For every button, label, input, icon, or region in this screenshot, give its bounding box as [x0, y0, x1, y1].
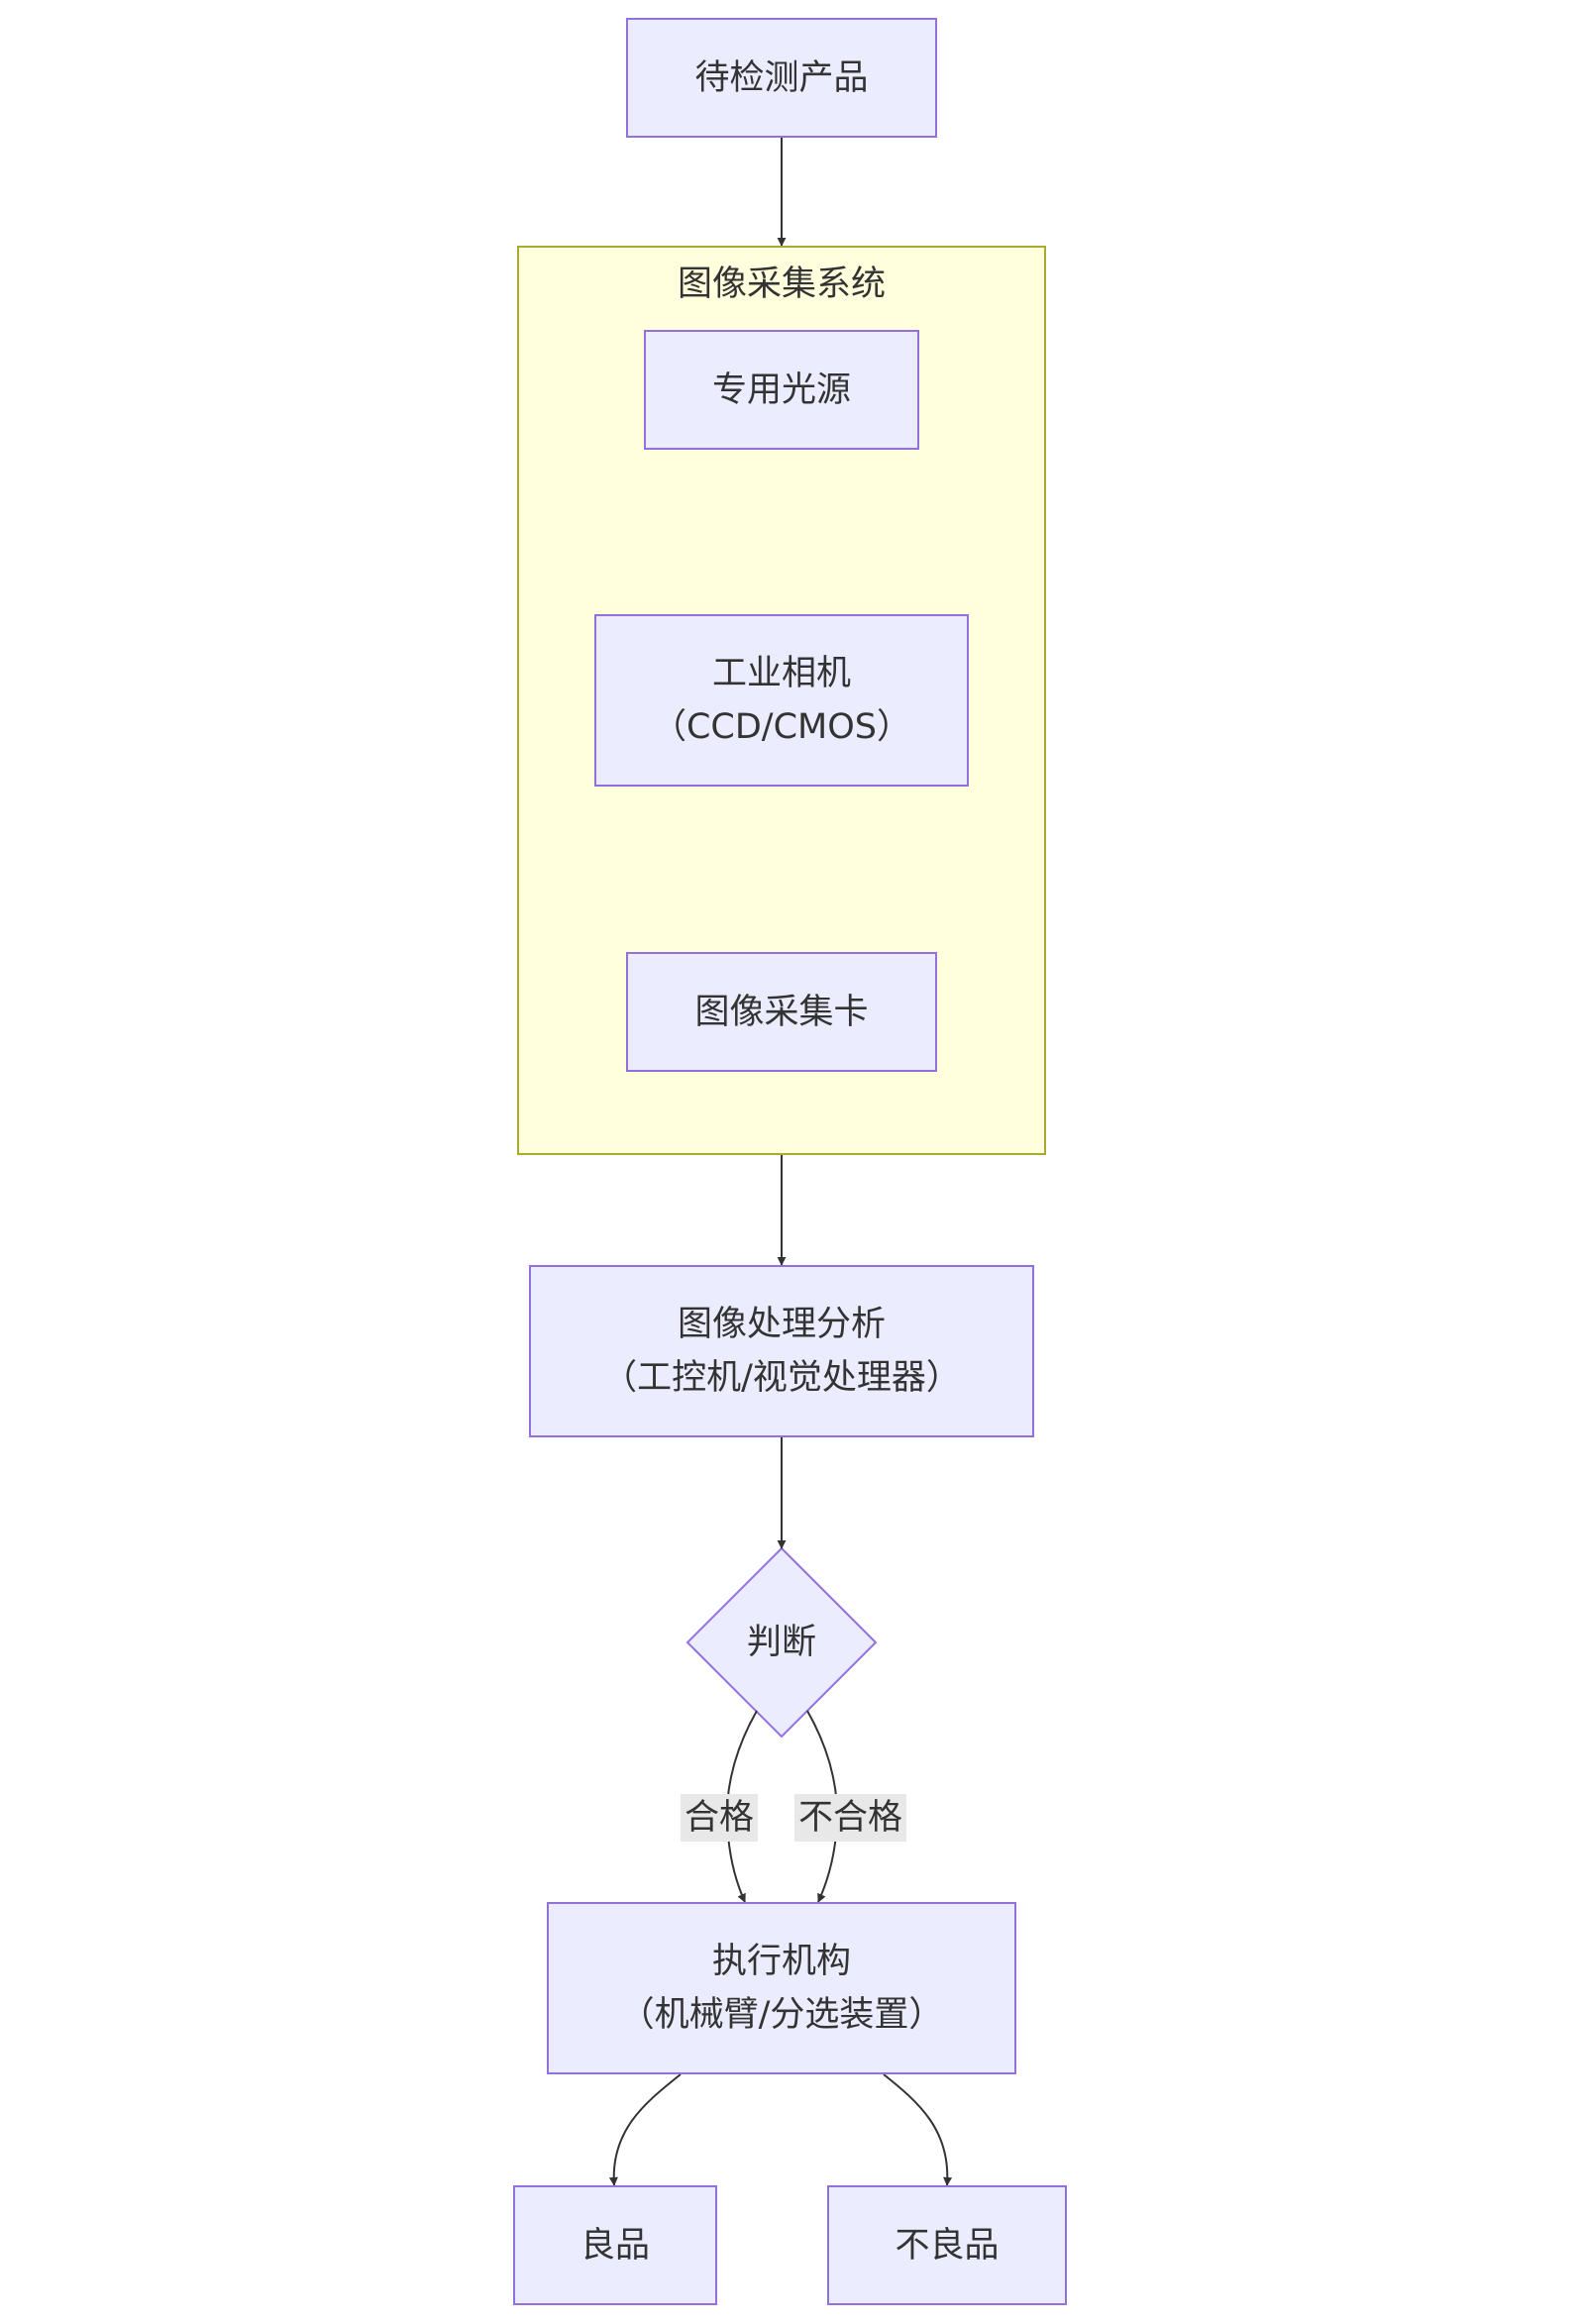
edge-label-pass: 合格 — [681, 1794, 759, 1842]
node-good-product: 良品 — [513, 2185, 717, 2305]
node-industrial-camera: 工业相机 （CCD/CMOS） — [594, 614, 969, 787]
node-frame-grabber-label: 图像采集卡 — [694, 992, 869, 1032]
node-camera-sublabel: （CCD/CMOS） — [651, 707, 912, 747]
node-actuator-sublabel: （机械臂/分选装置） — [619, 1995, 944, 2035]
edge-actuator-to-good — [608, 2073, 682, 2186]
node-processing-sublabel: （工控机/视觉处理器） — [602, 1358, 961, 1398]
edge-label-fail: 不合格 — [794, 1794, 907, 1842]
decision-label: 判断 — [746, 1623, 816, 1662]
node-image-processing: 图像处理分析 （工控机/视觉处理器） — [529, 1265, 1034, 1437]
node-defective-label: 不良品 — [895, 2225, 1000, 2266]
node-good-label: 良品 — [580, 2225, 650, 2266]
node-actuator: 执行机构 （机械臂/分选装置） — [547, 1902, 1016, 2074]
node-camera-label: 工业相机 — [711, 654, 851, 693]
node-actuator-label: 执行机构 — [711, 1942, 851, 1981]
node-light-source: 专用光源 — [644, 330, 919, 450]
node-frame-grabber: 图像采集卡 — [626, 952, 937, 1072]
node-processing-label: 图像处理分析 — [677, 1305, 886, 1344]
node-defective-product: 不良品 — [827, 2185, 1067, 2305]
edge-actuator-to-defective — [883, 2073, 953, 2186]
node-product: 待检测产品 — [626, 18, 937, 138]
cluster-title: 图像采集系统 — [677, 264, 886, 304]
decision-diamond — [685, 1546, 878, 1739]
node-product-label: 待检测产品 — [694, 57, 869, 98]
node-light-source-label: 专用光源 — [711, 370, 851, 410]
